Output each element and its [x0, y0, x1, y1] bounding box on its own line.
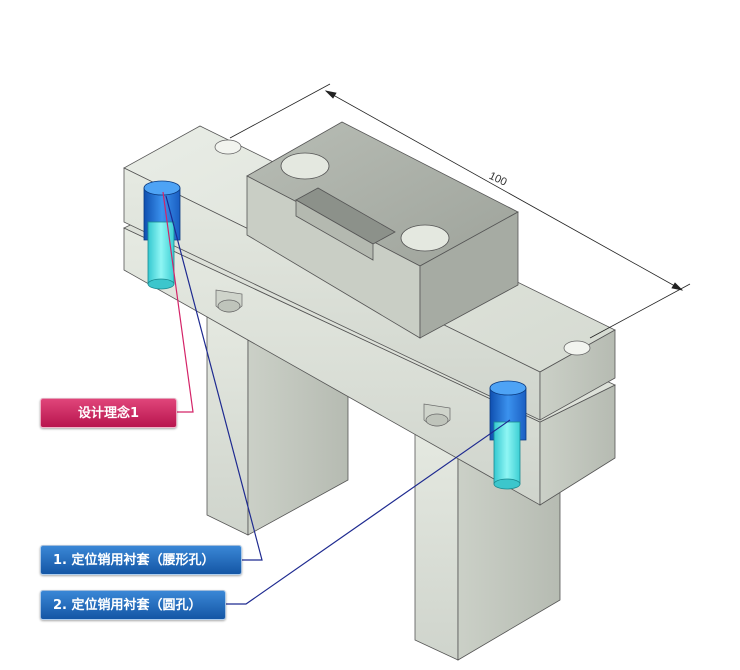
bushing-round-hole — [489, 380, 527, 490]
callout-slot-hole-bushing[interactable]: 1. 定位销用衬套（腰形孔） — [40, 545, 242, 575]
leader-blue-1 — [165, 195, 263, 561]
bushing-slot-hole — [143, 180, 181, 290]
callout-round-hole-bushing[interactable]: 2. 定位销用衬套（圆孔） — [40, 590, 226, 620]
leader-pink — [162, 191, 194, 413]
callout-design-concept[interactable]: 设计理念1 — [40, 398, 177, 428]
clamp-block — [246, 121, 519, 339]
leader-blue-2 — [226, 419, 511, 605]
lower-plate-holes — [215, 289, 451, 427]
upper-plate-holes — [214, 139, 591, 356]
leader-lines — [162, 191, 511, 605]
dimension-line — [229, 83, 691, 339]
